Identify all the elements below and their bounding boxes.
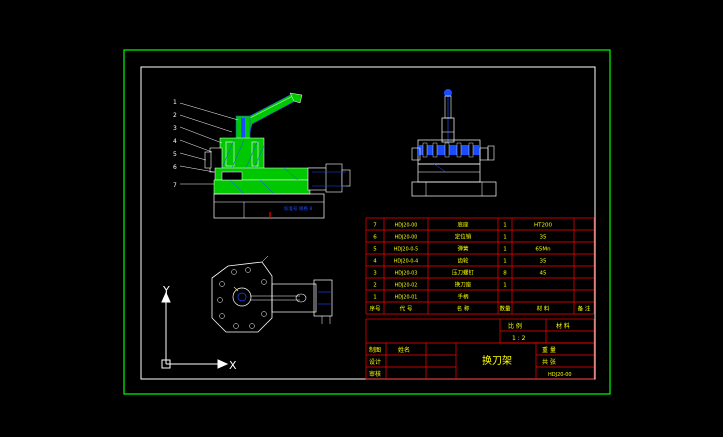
top-view [211,255,333,333]
bom-cell-code: HDJ20-00 [395,235,418,241]
bom-cell-code: HDJ20-01 [395,295,418,301]
callout-3: 3 [173,125,177,132]
callout-1: 1 [173,99,177,106]
design-label: 设计 [369,358,381,366]
bom-cell-qty: 1 [503,247,507,253]
bom-cell-name: 压刀螺钉 [452,269,475,277]
bom-cell-no: 1 [373,295,377,301]
outer-frame [123,49,611,395]
bom-cell-name: 手柄 [457,293,469,301]
bom-cell-material: 65Mn [535,247,551,253]
ratio-value: 1 : 2 [512,335,526,342]
bom-cell-material: 35 [540,259,547,265]
bom-cell-qty: 1 [503,223,507,229]
bom-cell-code: HDJ20-02 [395,283,418,289]
bom-cell-qty: 1 [503,235,507,241]
bom-cell-code: HDJ20-0-5 [394,247,418,253]
callout-2: 2 [173,112,177,119]
side-view [411,89,497,197]
drawing-number: HDJ20-00 [548,372,572,378]
sheet-label: 共 张 [542,358,556,366]
bom-cell-name: 弹簧 [457,245,469,253]
bom-cell-code: HDJ20-00 [395,223,418,229]
bom-cell-code: HDJ20-03 [395,271,418,277]
ucs-icon [161,291,229,369]
title-block-text: 比 例 材 料 1 : 2 制图 姓名 设计 审核 换刀架 重 量 共 张 HD… [369,322,572,378]
ucs-x-label: X [229,359,237,372]
drawn-label: 制图 [369,346,381,354]
drawing-title: 换刀架 [482,354,512,367]
drawn-value: 姓名 [398,346,410,354]
front-section-view: 标准号 规格 8 1 2 3 4 5 6 7 [173,92,351,219]
bom-header-code: 代 号 [400,305,413,313]
bom-cell-material: HT200 [534,223,552,229]
bom-cell-no: 7 [373,223,377,229]
ratio-label: 比 例 [508,322,522,330]
bom-header-name: 名 称 [457,305,470,313]
weight-label: 重 量 [542,346,556,354]
bom-cell-name: 换刀座 [455,281,472,289]
bom-cell-no: 2 [373,283,377,289]
check-label: 审核 [369,370,381,378]
bom-cell-name: 齿轮 [457,257,469,265]
callout-4: 4 [173,138,177,145]
callout-5: 5 [173,151,177,158]
bom-cell-qty: 8 [503,271,507,277]
bom-cell-name: 底座 [457,221,469,229]
bom-cell-material: 45 [540,271,547,277]
bom-cell-code: HDJ20-0-4 [394,259,418,265]
bom-cell-name: 定位销 [455,233,472,241]
bom-header-no: 序号 [369,305,381,313]
bom-cell-qty: 1 [503,283,507,289]
bom-header-note: 备 注 [578,305,591,313]
material-label: 材 料 [556,322,570,330]
ucs-y-label: Y [162,284,170,297]
inner-frame [140,66,596,380]
bom-cell-no: 5 [373,247,377,253]
bom-header-qty: 数量 [499,305,511,313]
bom-cell-no: 4 [373,259,377,265]
bom-cell-material: 35 [540,235,547,241]
callout-6: 6 [173,164,177,171]
callout-labels: 1 2 3 4 5 6 7 [173,99,177,189]
bom-cell-no: 6 [373,235,377,241]
bom-cell-no: 3 [373,271,377,277]
dimension-note: 标准号 规格 8 [284,205,312,212]
callout-7: 7 [173,182,177,189]
title-block [365,318,595,380]
bom-cell-qty: 1 [503,259,507,265]
bom-header-material: 材 料 [537,305,550,313]
